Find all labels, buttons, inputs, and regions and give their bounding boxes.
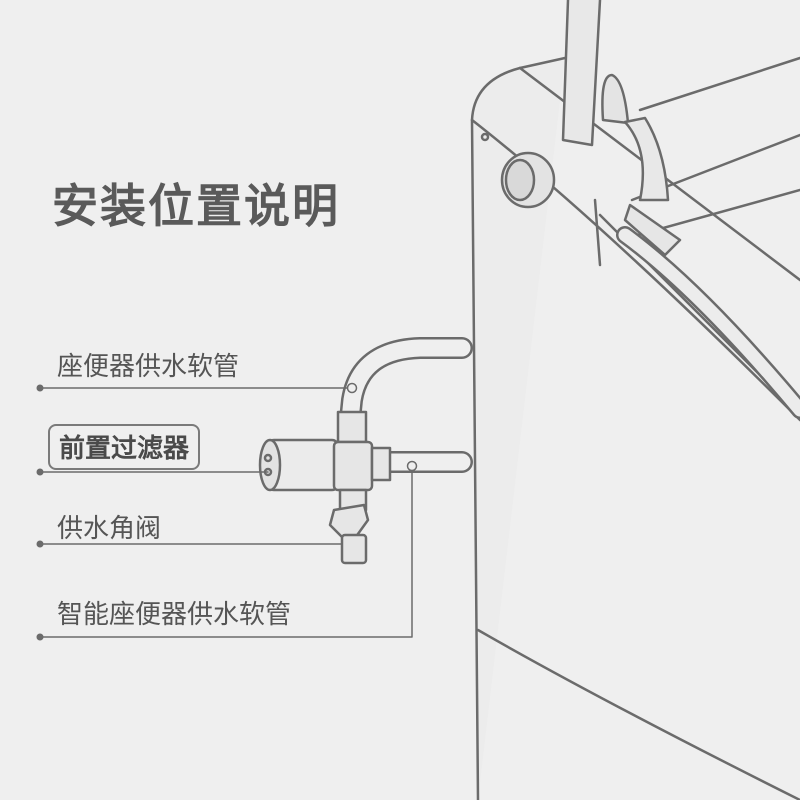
label-smart-toilet-supply-hose: 智能座便器供水软管	[57, 600, 292, 630]
label-toilet-supply-hose: 座便器供水软管	[57, 352, 240, 382]
leader-dot-3	[36, 540, 44, 548]
pre-filter	[258, 438, 340, 492]
leader-dot-2	[36, 468, 44, 476]
leader-smart-hose	[39, 467, 413, 638]
page-title: 安装位置说明	[52, 179, 340, 233]
leader-dot-4	[36, 633, 44, 641]
angle-valve	[328, 410, 392, 565]
callout-point-hose	[346, 382, 358, 394]
leader-lines	[39, 387, 413, 638]
label-angle-valve: 供水角阀	[57, 514, 162, 544]
toilet-tank	[470, 0, 800, 800]
label-pre-filter: 前置过滤器	[48, 424, 201, 470]
leader-dot-1	[36, 384, 44, 392]
toilet-supply-hose	[339, 337, 473, 431]
callout-point-smart-hose	[406, 460, 418, 472]
